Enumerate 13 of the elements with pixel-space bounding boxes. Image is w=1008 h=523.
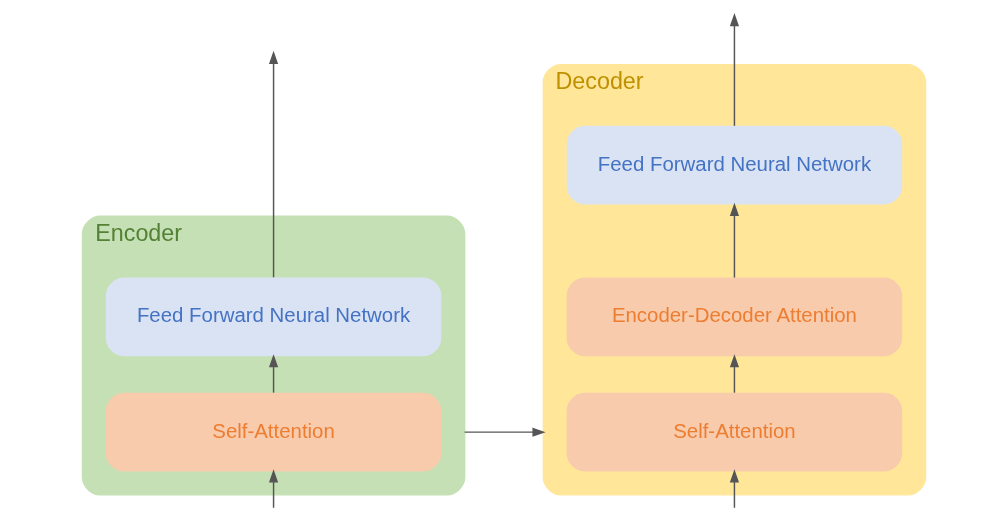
arrow	[268, 50, 279, 279]
arrow	[268, 469, 279, 509]
node-box: Feed Forward Neural Network	[105, 277, 442, 357]
node-box: Feed Forward Neural Network	[566, 125, 903, 205]
node-box: Encoder-Decoder Attention	[566, 277, 903, 357]
arrow	[268, 354, 279, 394]
arrow	[729, 202, 740, 279]
arrow	[463, 427, 546, 437]
node-box: Self-Attention	[105, 392, 442, 472]
arrow	[729, 13, 740, 127]
node-box: Self-Attention	[566, 392, 903, 472]
arrow	[729, 354, 740, 394]
arrow	[729, 469, 740, 509]
